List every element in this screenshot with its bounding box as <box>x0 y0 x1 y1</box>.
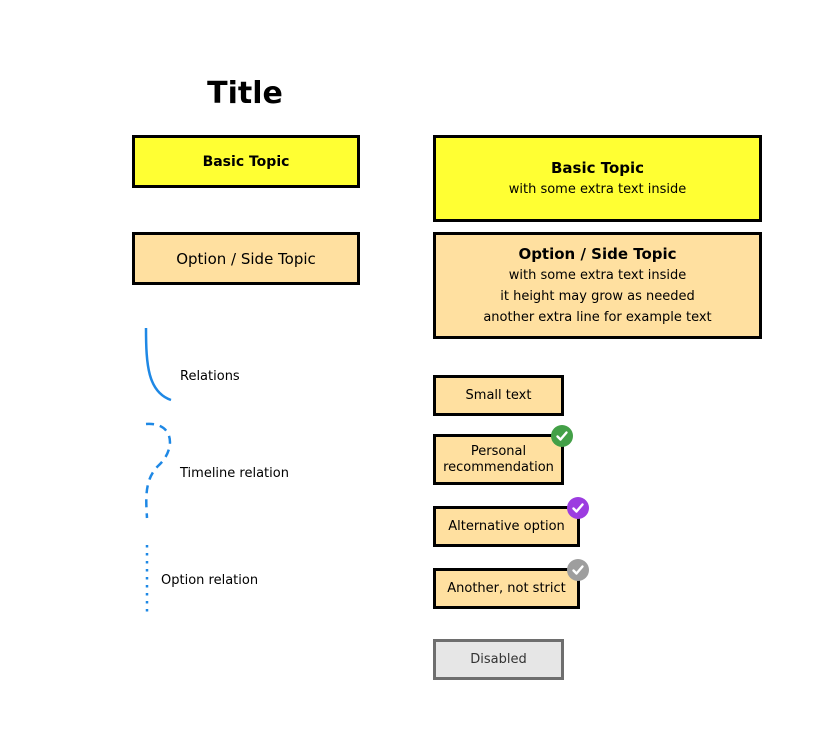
personal-recommendation-box[interactable]: Personal recommendation <box>433 434 564 485</box>
option-topic-extended-line: another extra line for example text <box>483 310 712 325</box>
relations-label: Relations <box>180 369 240 384</box>
option-topic-extended-line: with some extra text inside <box>508 268 687 283</box>
basic-topic-extended-heading: Basic Topic <box>550 159 645 177</box>
check-icon <box>551 425 573 447</box>
timeline-relation-line <box>145 422 172 519</box>
personal-recommendation-line: Personal <box>470 443 527 459</box>
option-topic-extended-box[interactable]: Option / Side Topic with some extra text… <box>433 232 762 339</box>
check-icon <box>567 559 589 581</box>
small-text-label: Small text <box>465 387 532 403</box>
option-relation-label: Option relation <box>161 573 259 588</box>
small-text-box[interactable]: Small text <box>433 375 564 416</box>
relation-line <box>144 327 172 402</box>
personal-recommendation-line: recommendation <box>443 459 554 475</box>
option-topic-extended-line: it height may grow as needed <box>500 289 695 304</box>
timeline-relation-label: Timeline relation <box>180 466 289 481</box>
another-not-strict-box[interactable]: Another, not strict <box>433 568 580 609</box>
check-icon <box>567 497 589 519</box>
option-topic-label: Option / Side Topic <box>176 249 316 268</box>
basic-topic-box[interactable]: Basic Topic <box>132 135 360 188</box>
alternative-option-label: Alternative option <box>448 518 565 534</box>
disabled-label: Disabled <box>470 651 527 667</box>
basic-topic-label: Basic Topic <box>202 153 290 170</box>
disabled-box: Disabled <box>433 639 564 680</box>
option-topic-box[interactable]: Option / Side Topic <box>132 232 360 285</box>
option-topic-extended-heading: Option / Side Topic <box>518 245 677 263</box>
basic-topic-extended-box[interactable]: Basic Topic with some extra text inside <box>433 135 762 222</box>
basic-topic-extended-line: with some extra text inside <box>508 182 687 197</box>
diagram-title: Title <box>207 76 283 111</box>
another-not-strict-label: Another, not strict <box>447 580 566 596</box>
alternative-option-box[interactable]: Alternative option <box>433 506 580 547</box>
